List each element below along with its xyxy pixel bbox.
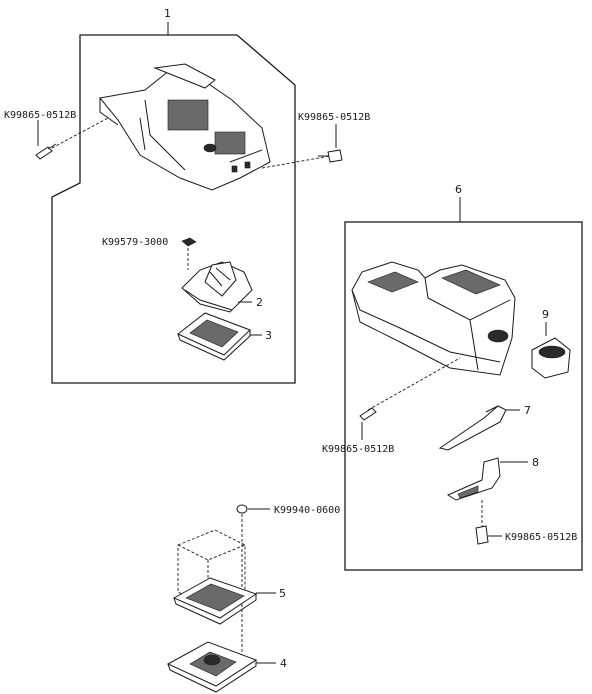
clip-boot — [181, 237, 197, 270]
callout-5: 5 — [279, 587, 286, 600]
nut-bottom — [236, 504, 248, 656]
front-console-part — [99, 63, 271, 191]
label-bolt-left-upper: K99865-0512B — [4, 110, 76, 121]
label-bolt-right-upper: K99865-0512B — [298, 112, 370, 123]
label-clip-boot: K99579-3000 — [102, 237, 168, 248]
group-6-frame — [344, 221, 583, 571]
group-1-frame — [51, 34, 296, 384]
label-bolt-console-rear: K99865-0512B — [322, 444, 394, 455]
label-nut-bottom: K99940-0600 — [274, 505, 340, 516]
callout-8: 8 — [532, 456, 539, 469]
bolt-console-rear — [359, 357, 461, 421]
cup-holder-part-9 — [531, 337, 571, 379]
bolt-right-upper — [261, 149, 343, 169]
bracket-part-7 — [438, 405, 507, 451]
callout-7: 7 — [524, 404, 531, 417]
callout-6: 6 — [455, 183, 462, 196]
bracket-part-8 — [446, 457, 501, 501]
boot-base-part-4 — [166, 641, 258, 693]
callout-3: 3 — [265, 329, 272, 342]
rear-console-part — [351, 261, 516, 376]
callout-1: 1 — [164, 7, 171, 20]
callout-2: 2 — [256, 296, 263, 309]
bolt-bracket — [475, 500, 489, 545]
bolt-left-upper — [35, 117, 109, 160]
callout-4: 4 — [280, 657, 287, 670]
plate-part-5 — [172, 577, 258, 625]
boot-plate-part-3 — [177, 312, 251, 361]
shift-boot-part-2 — [181, 261, 253, 313]
label-bolt-bracket: K99865-0512B — [505, 532, 577, 543]
callout-9: 9 — [542, 308, 549, 321]
